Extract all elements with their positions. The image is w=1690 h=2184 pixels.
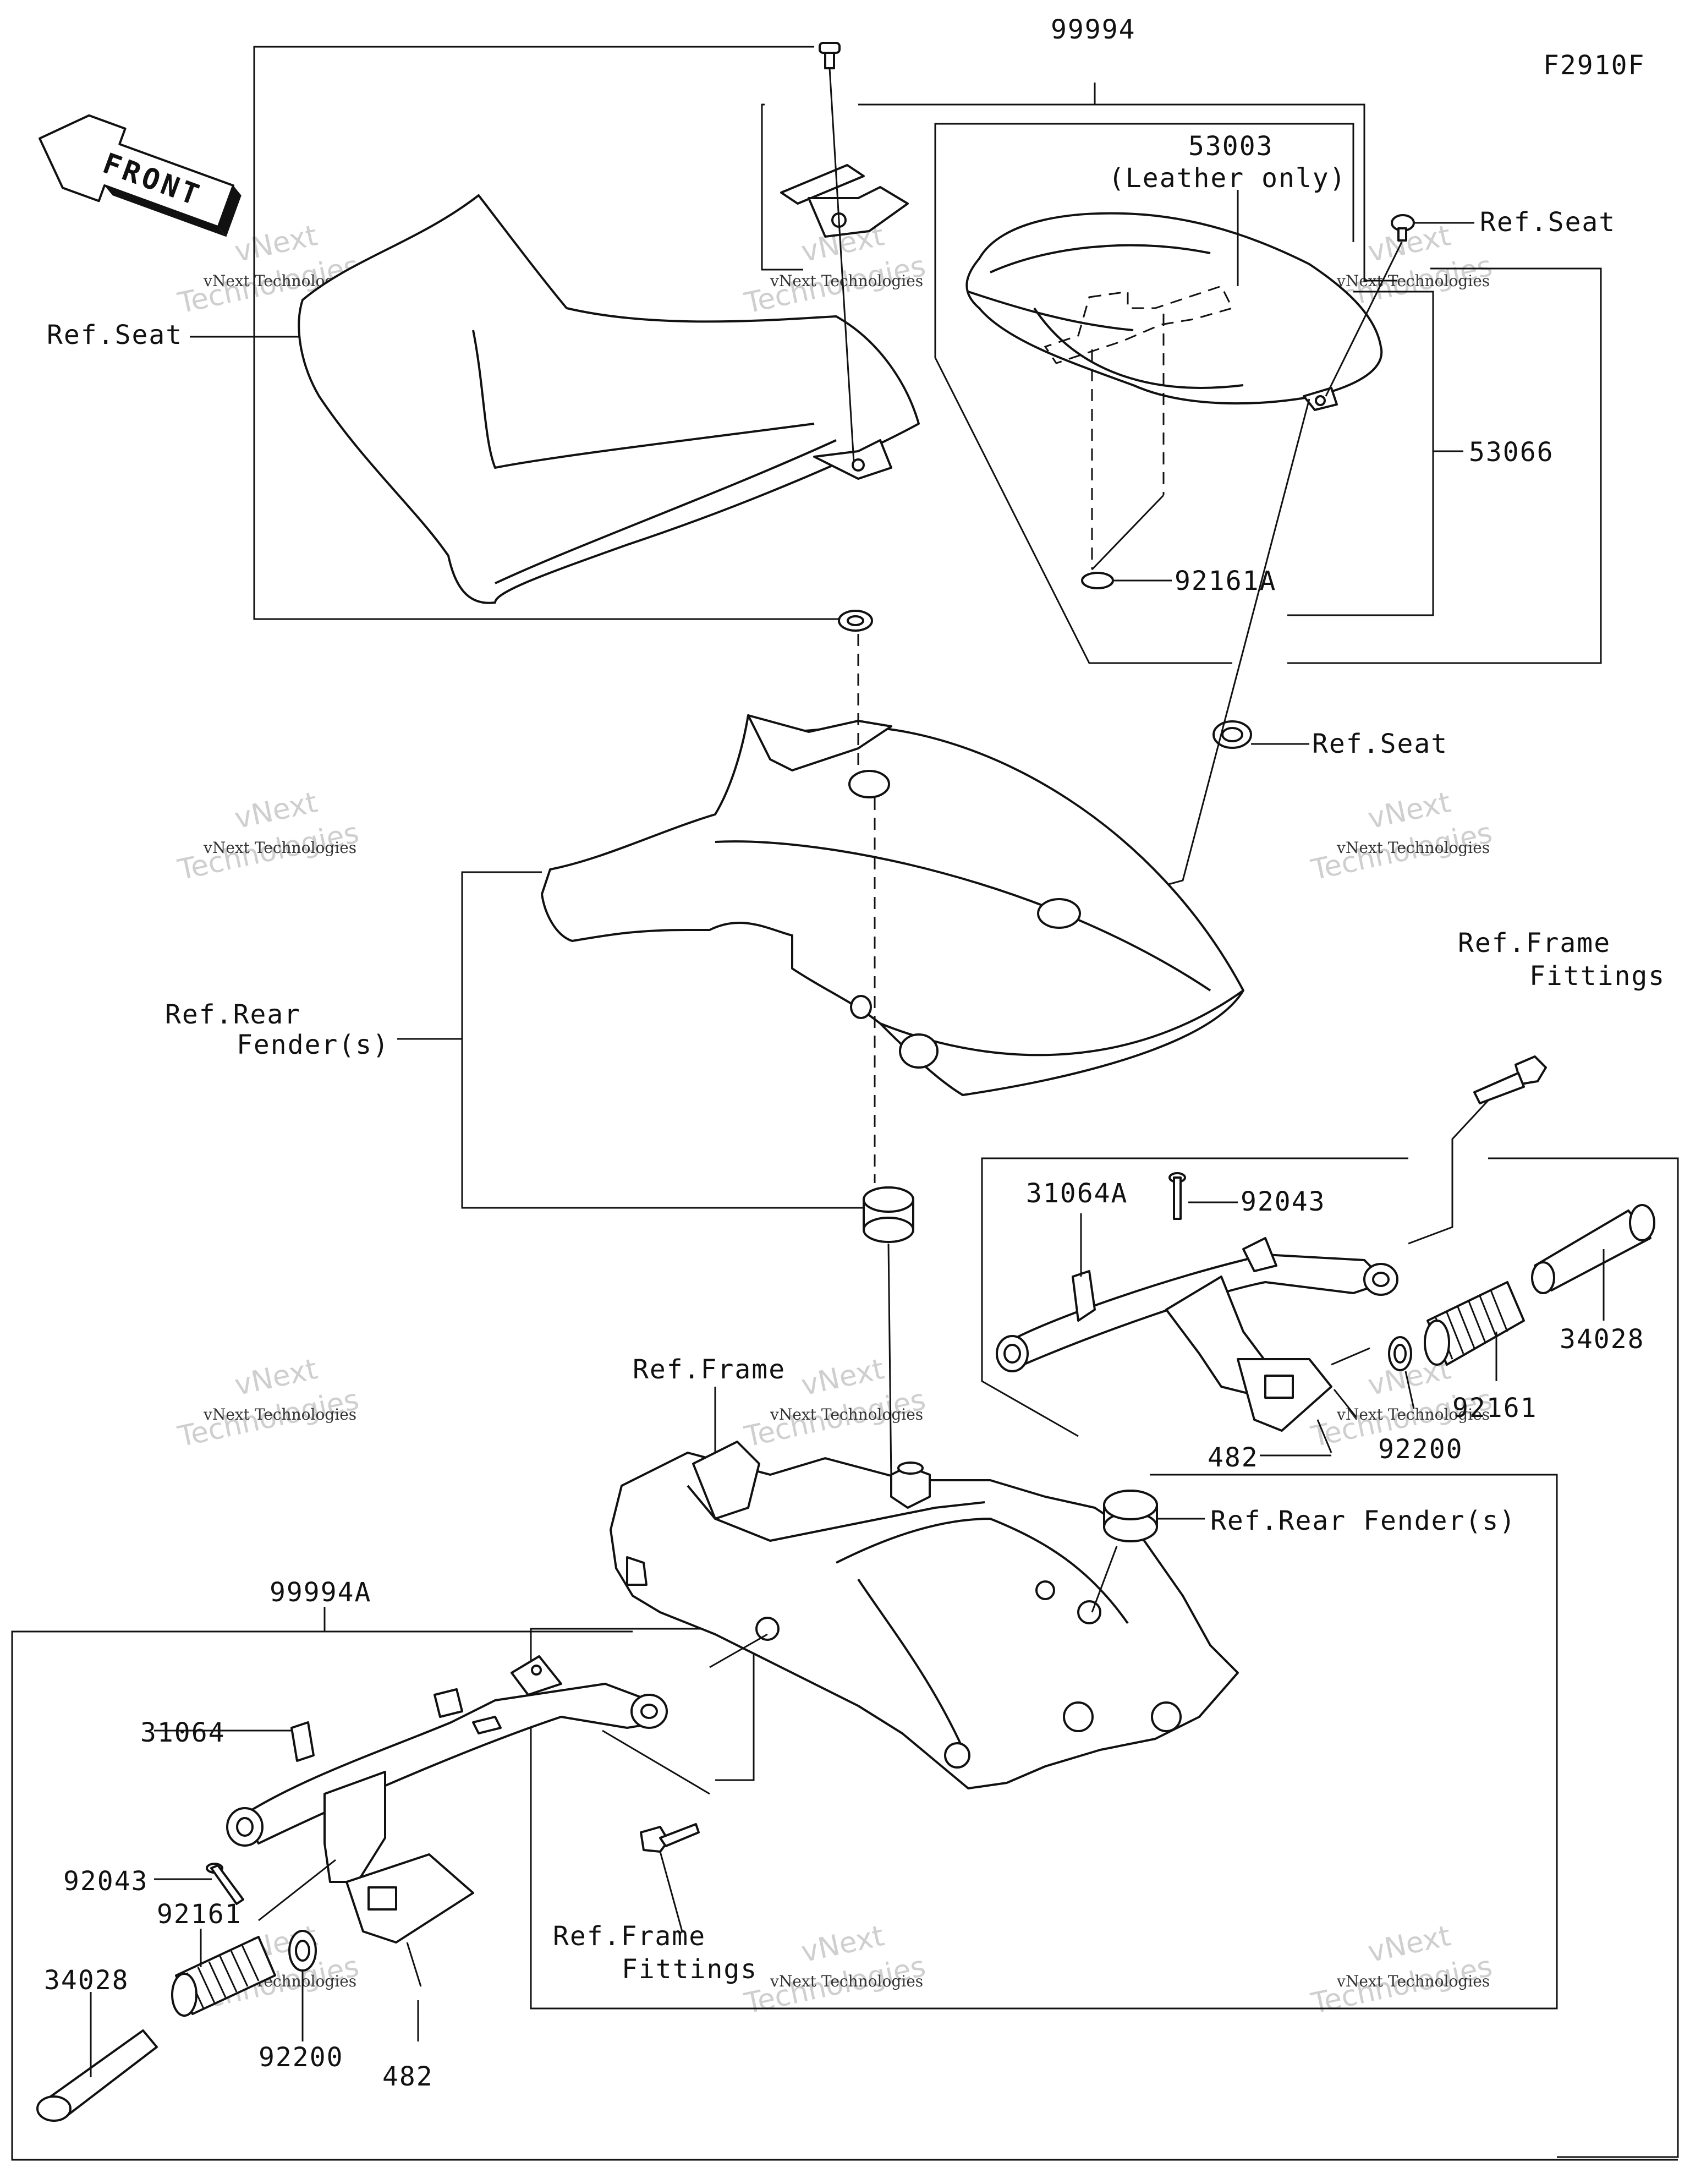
figure-code: F2910F [1543, 50, 1645, 81]
label-ref-frame-fittings-l2: Fittings [622, 1954, 758, 1985]
label-grip-l: 34028 [44, 1965, 129, 1996]
watermark-small: vNext Technologies [203, 1405, 356, 1424]
watermark-group: vNext Technologies vNext Technologies vN… [175, 219, 1495, 2021]
ribbed-damper-icon [1424, 1281, 1525, 1366]
label-washer-r: 92200 [1378, 1434, 1463, 1465]
left-step-bracket [226, 1655, 668, 1944]
label-ref-rear-fender-1: Ref.Rear [165, 999, 301, 1030]
label-ref-seat-left: Ref.Seat [47, 320, 183, 351]
label-ref-rear-fender-full: Ref.Rear Fender(s) [1210, 1506, 1516, 1536]
label-seat-assy: 53066 [1469, 437, 1554, 468]
label-ref-frame-fittings-r1: Ref.Frame [1458, 928, 1611, 959]
watermark-small: vNext Technologies [770, 1405, 923, 1424]
watermark-small: vNext Technologies [1336, 1972, 1490, 1990]
label-pin-r: 92043 [1241, 1186, 1326, 1217]
label-ref-seat-mid: Ref.Seat [1312, 729, 1448, 759]
bolt-icon [819, 42, 841, 69]
label-seat-cover-note: (Leather only) [1109, 163, 1347, 194]
right-step-bracket [996, 1237, 1398, 1432]
label-step-bracket: 31064 [140, 1717, 226, 1748]
label-damper-a: 92161A [1175, 566, 1276, 596]
bolt-icon [1473, 1055, 1547, 1104]
watermark-small: vNext Technologies [203, 839, 356, 857]
rear-fender [541, 714, 1244, 1096]
label-kit-bottom: 99994A [270, 1577, 371, 1608]
pin-icon [206, 1863, 244, 1905]
front-arrow-icon: FRONT [39, 114, 242, 237]
watermark-small: vNext Technologies [770, 272, 923, 290]
label-cotter-r: 482 [1208, 1442, 1259, 1473]
cotter-pin-icon [1316, 1419, 1332, 1453]
rider-seat [298, 194, 920, 604]
label-grip-r: 34028 [1560, 1324, 1645, 1355]
ribbed-damper-icon [171, 1936, 276, 2017]
label-washer-l: 92200 [259, 2042, 344, 2073]
frame [610, 1441, 1239, 1789]
grip-icon [36, 2029, 158, 2122]
label-ref-rear-fender-2: Fender(s) [237, 1030, 389, 1060]
pillion-seat [965, 212, 1383, 411]
part-labels: 99994 53003 (Leather only) Ref.Seat Ref.… [44, 14, 1665, 2092]
bolt-icon [640, 1823, 700, 1853]
label-seat-cover: 53003 [1188, 131, 1274, 162]
label-ref-seat-right: Ref.Seat [1480, 207, 1616, 238]
label-ref-frame: Ref.Frame [633, 1354, 786, 1385]
label-kit-top: 99994 [1051, 14, 1136, 45]
cotter-pin-icon [406, 1942, 422, 1987]
label-damper-r: 92161 [1452, 1393, 1538, 1424]
grip-icon [1531, 1204, 1655, 1294]
seat-bracket [780, 164, 909, 238]
pin-icon [1168, 1172, 1186, 1220]
label-ref-frame-fittings-l1: Ref.Frame [553, 1921, 706, 1952]
group-frames [11, 46, 1679, 2161]
label-ref-frame-fittings-r2: Fittings [1529, 961, 1665, 992]
label-damper-l: 92161 [157, 1899, 242, 1930]
label-pin-l: 92043 [63, 1866, 149, 1897]
label-step-bracket-a: 31064A [1026, 1178, 1128, 1209]
watermark-small: vNext Technologies [1336, 272, 1490, 290]
damper-icon [1081, 572, 1114, 589]
watermark-small: vNext Technologies [770, 1972, 923, 1990]
rubber-damper-icon [1103, 1490, 1158, 1542]
rubber-damper-icon [863, 1186, 914, 1243]
watermark-small: vNext Technologies [1336, 839, 1490, 857]
label-cotter-l: 482 [382, 2061, 434, 2092]
